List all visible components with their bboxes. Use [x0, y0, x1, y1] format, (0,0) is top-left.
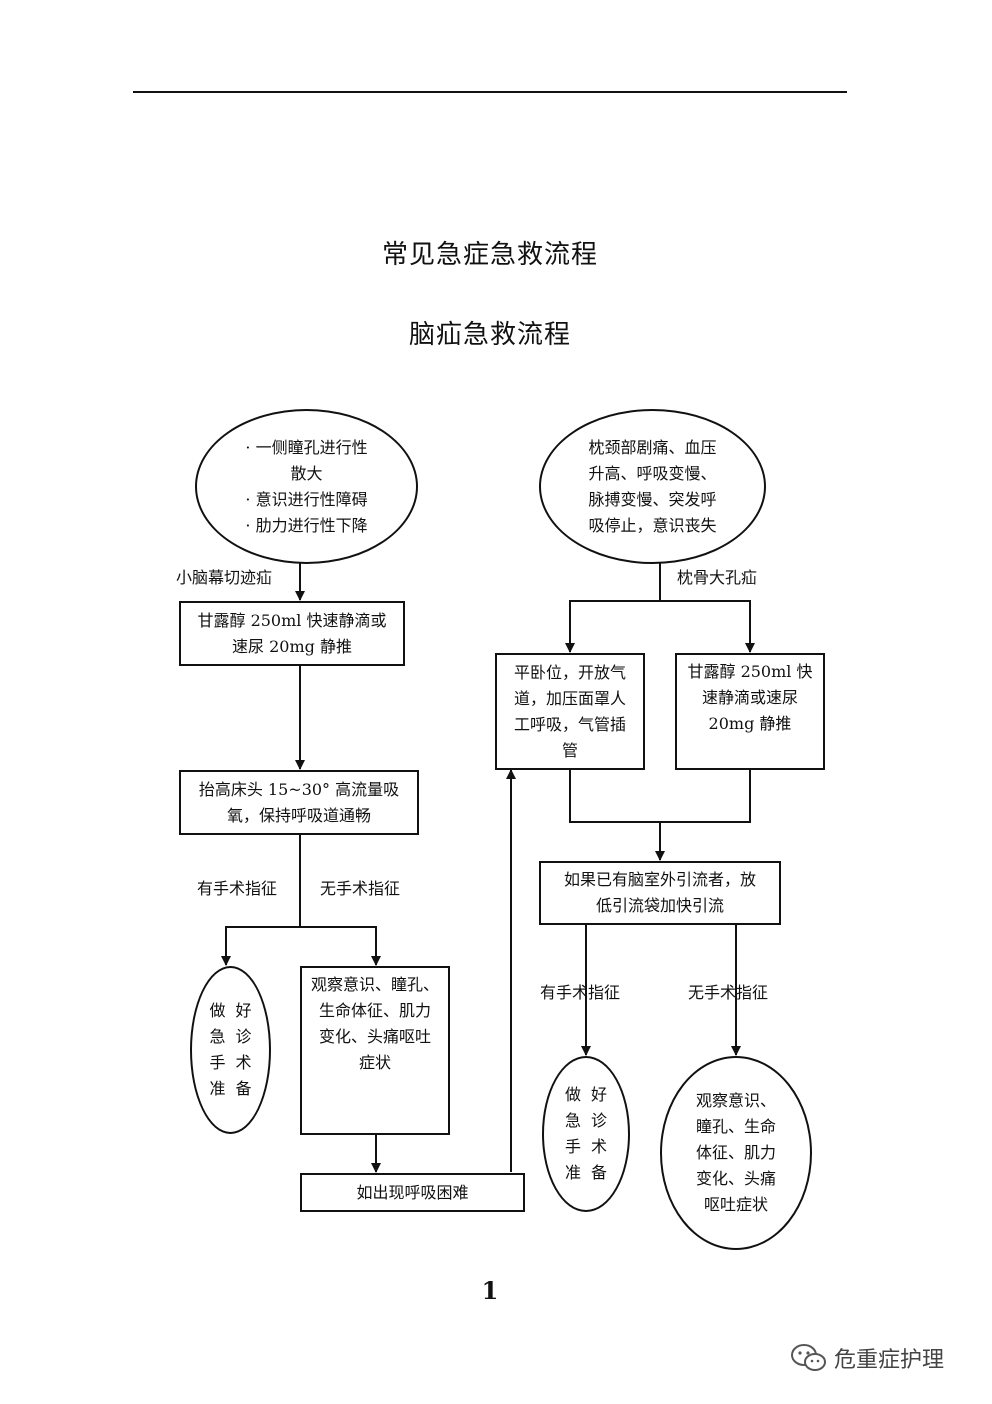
- right-label-surgery: 有手术指征: [540, 983, 621, 1002]
- right-mannitol-box: 甘露醇 250ml 快 速静滴或速尿 20mg 静推: [675, 653, 825, 770]
- right-merge-lines: [569, 770, 751, 823]
- left-label-surgery: 有手术指征: [197, 879, 278, 898]
- right-split-left: [565, 600, 660, 653]
- page-number: 1: [481, 1276, 499, 1305]
- left-branch-label: 小脑幕切迹疝: [176, 568, 273, 587]
- split-right-line: [300, 926, 381, 966]
- header-rule: [133, 91, 847, 93]
- split-left-lines: [221, 835, 301, 966]
- right-observe-ellipse: 观察意识、 瞳孔、生命 体征、肌力 变化、头痛 呕吐症状: [660, 1056, 812, 1250]
- left-prep-surgery-ellipse: 做 急 手 准 好 诊 术 备: [190, 966, 271, 1134]
- left-symptom-text: · 一侧瞳孔进行性 散大 · 意识进行性障碍 · 肋力进行性下降: [245, 437, 368, 535]
- left-dyspnea-box: 如出现呼吸困难: [300, 1173, 525, 1212]
- right-split-right: [660, 600, 755, 653]
- left-symptom-ellipse: · 一侧瞳孔进行性 散大 · 意识进行性障碍 · 肋力进行性下降: [195, 409, 418, 564]
- left-observe-box: 观察意识、瞳孔、 生命体征、肌力 变化、头痛呕吐 症状: [300, 966, 450, 1135]
- left-label-nosurgery: 无手术指征: [320, 879, 401, 898]
- page-subtitle: 脑疝急救流程: [408, 320, 571, 350]
- right-prep-surgery-ellipse: 做 急 手 准 好 诊 术 备: [542, 1056, 630, 1212]
- page-title: 常见急症急救流程: [381, 240, 598, 270]
- right-airway-box: 平卧位，开放气 道，加压面罩人 工呼吸，气管插 管: [495, 653, 645, 770]
- right-drain-box: 如果已有脑室外引流者，放 低引流袋加快引流: [539, 861, 781, 925]
- right-symptom-text: 枕颈部剧痛、血压 升高、呼吸变慢、 脉搏变慢、突发呼 吸停止，意识丧失: [588, 437, 717, 535]
- left-step-mannitol: 甘露醇 250ml 快速静滴或 速尿 20mg 静推: [179, 601, 405, 666]
- left-step-elevate-head: 抬高床头 15~30° 高流量吸 氧，保持呼吸道通畅: [179, 770, 419, 835]
- right-label-nosurgery: 无手术指征: [688, 983, 769, 1002]
- watermark: 危重症护理: [790, 1342, 944, 1374]
- right-branch-label: 枕骨大孔疝: [677, 568, 758, 587]
- watermark-text: 危重症护理: [834, 1348, 945, 1373]
- right-symptom-ellipse: 枕颈部剧痛、血压 升高、呼吸变慢、 脉搏变慢、突发呼 吸停止，意识丧失: [539, 409, 766, 564]
- wechat-icon: [791, 1344, 826, 1371]
